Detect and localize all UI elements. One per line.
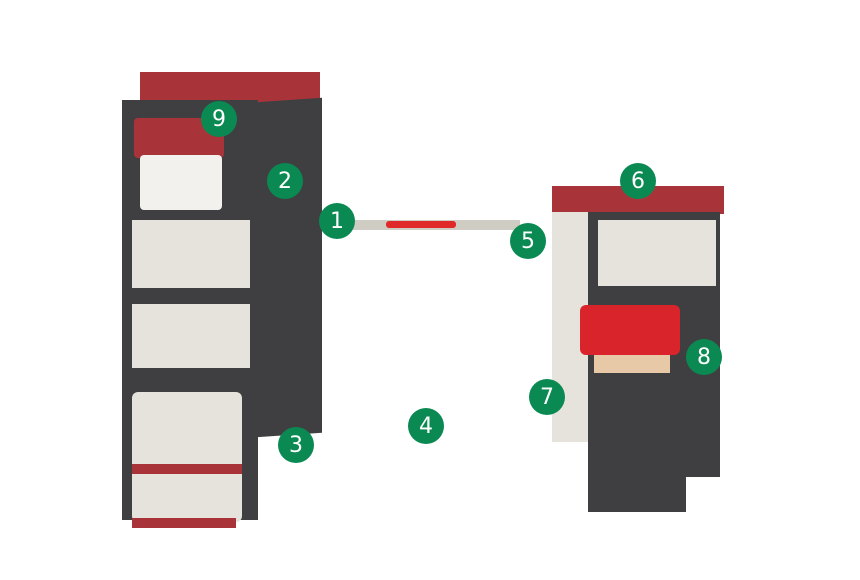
marker-5[interactable]: 5 [510,223,546,259]
marker-1[interactable]: 1 [319,203,355,239]
marker-9[interactable]: 9 [201,101,237,137]
right-drawer-case [598,220,716,286]
marker-2[interactable]: 2 [267,163,303,199]
canister-base [132,518,236,528]
left-side-frame [256,97,322,438]
drawer-case-2 [132,304,250,368]
right-base [588,470,686,512]
paper-roll [140,155,222,210]
cross-bar [330,220,520,230]
marker-6[interactable]: 6 [620,163,656,199]
bench-vice [580,305,680,355]
marker-3[interactable]: 3 [278,427,314,463]
vice-board [594,355,670,373]
marker-8[interactable]: 8 [686,339,722,375]
canister [132,392,242,522]
left-top-panel [140,72,320,102]
canister-band [132,464,242,474]
drawer-case-1 [132,220,250,288]
strap [386,221,456,228]
marker-7[interactable]: 7 [529,379,565,415]
marker-4[interactable]: 4 [408,408,444,444]
